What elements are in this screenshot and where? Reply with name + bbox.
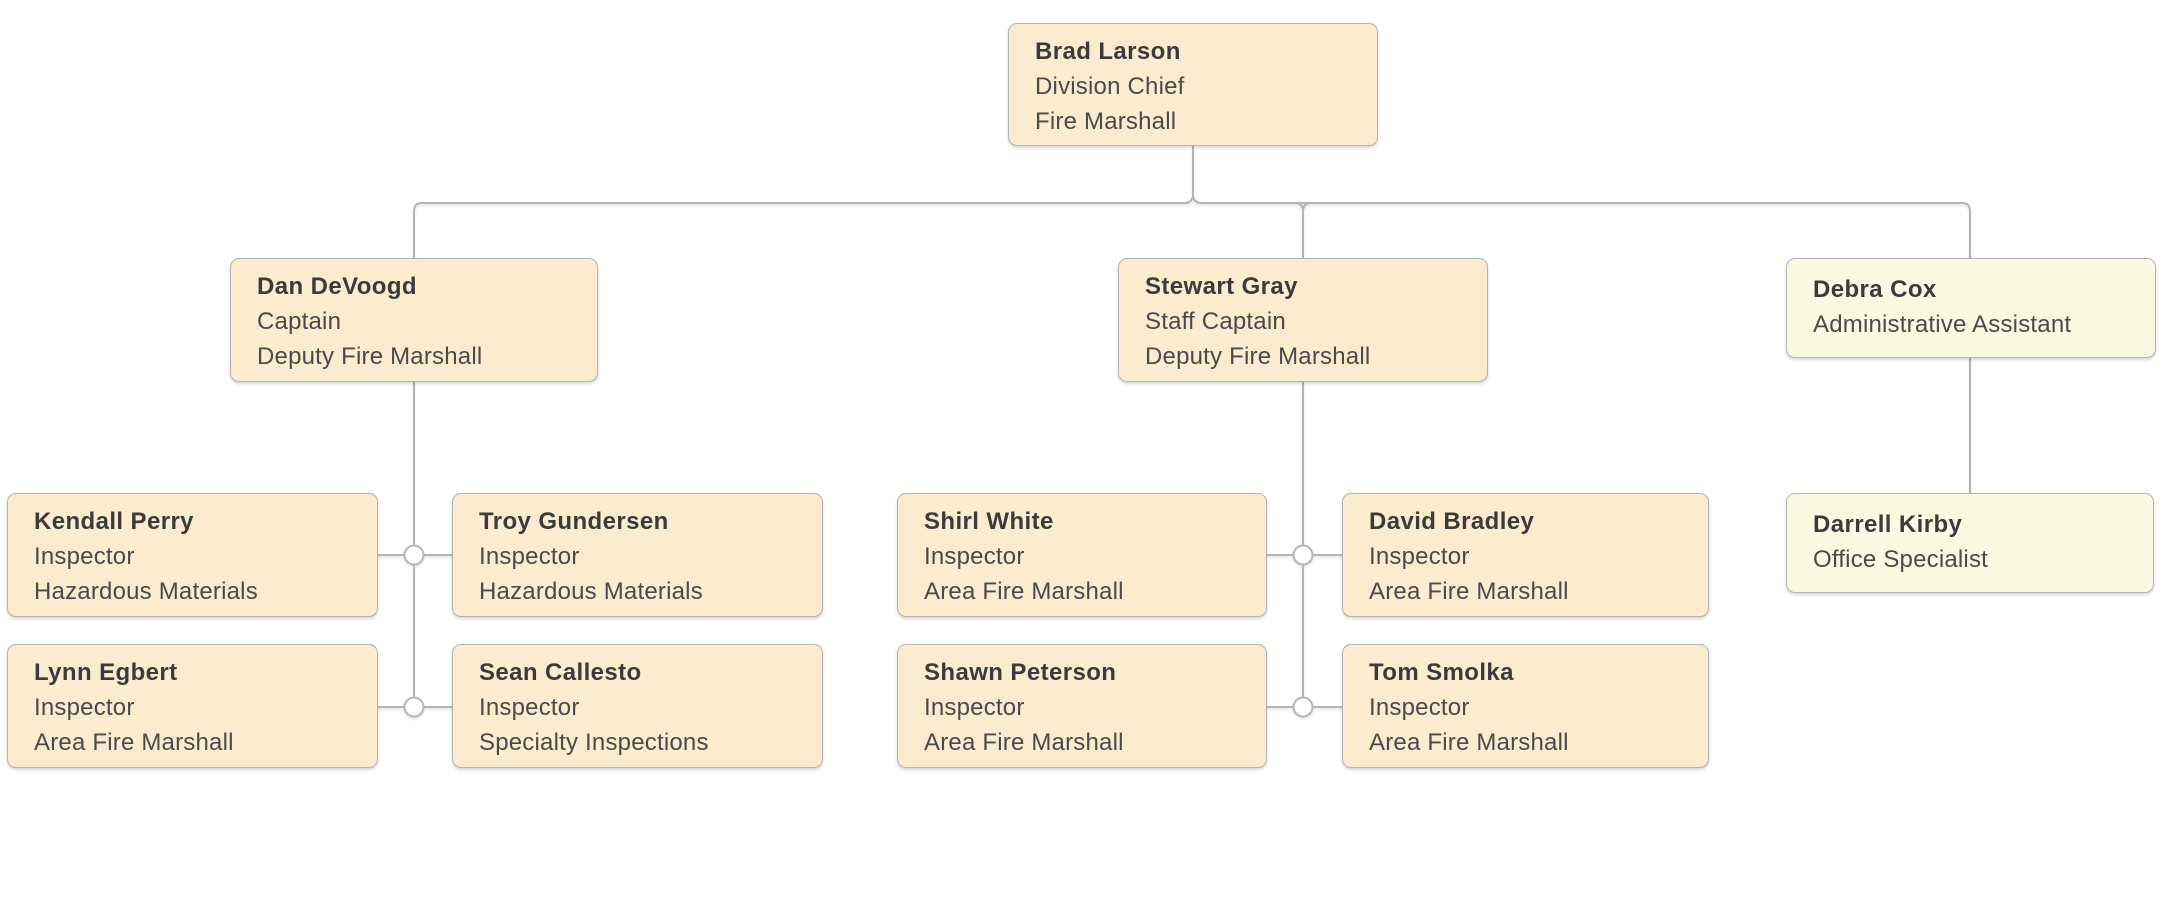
person-subtitle: Deputy Fire Marshall: [257, 343, 483, 370]
person-name: Dan DeVoogd: [257, 273, 417, 300]
org-node-tom-smolka[interactable]: Tom Smolka Inspector Area Fire Marshall: [1342, 644, 1709, 768]
person-name: Stewart Gray: [1145, 273, 1298, 300]
person-title: Office Specialist: [1813, 546, 1989, 573]
junction-dot: [1292, 544, 1314, 566]
person-name: Darrell Kirby: [1813, 511, 1963, 538]
junction-dot: [403, 696, 425, 718]
person-subtitle: Fire Marshall: [1035, 108, 1177, 135]
person-subtitle: Area Fire Marshall: [34, 729, 234, 756]
org-node-debra-cox[interactable]: Debra Cox Administrative Assistant: [1786, 258, 2156, 358]
org-node-david-bradley[interactable]: David Bradley Inspector Area Fire Marsha…: [1342, 493, 1709, 617]
person-name: Kendall Perry: [34, 508, 194, 535]
person-title: Inspector: [924, 543, 1025, 570]
person-name: Lynn Egbert: [34, 659, 178, 686]
person-subtitle: Hazardous Materials: [34, 578, 258, 605]
person-title: Inspector: [479, 694, 580, 721]
person-title: Inspector: [479, 543, 580, 570]
org-node-lynn-egbert[interactable]: Lynn Egbert Inspector Area Fire Marshall: [7, 644, 378, 768]
person-name: Shawn Peterson: [924, 659, 1117, 686]
person-title: Inspector: [1369, 694, 1470, 721]
person-title: Captain: [257, 308, 342, 335]
connector-trunk: [413, 193, 1971, 258]
person-subtitle: Hazardous Materials: [479, 578, 703, 605]
person-subtitle: Area Fire Marshall: [924, 578, 1124, 605]
connector-trunk-middle-drop: [1294, 202, 1312, 258]
org-node-troy-gundersen[interactable]: Troy Gundersen Inspector Hazardous Mater…: [452, 493, 823, 617]
org-node-shirl-white[interactable]: Shirl White Inspector Area Fire Marshall: [897, 493, 1267, 617]
person-title: Inspector: [34, 543, 135, 570]
person-title: Administrative Assistant: [1813, 311, 2072, 338]
person-title: Inspector: [34, 694, 135, 721]
person-title: Inspector: [924, 694, 1025, 721]
person-name: Brad Larson: [1035, 38, 1181, 65]
org-node-shawn-peterson[interactable]: Shawn Peterson Inspector Area Fire Marsh…: [897, 644, 1267, 768]
person-subtitle: Deputy Fire Marshall: [1145, 343, 1371, 370]
org-node-sean-callesto[interactable]: Sean Callesto Inspector Specialty Inspec…: [452, 644, 823, 768]
org-node-kendall-perry[interactable]: Kendall Perry Inspector Hazardous Materi…: [7, 493, 378, 617]
person-name: Tom Smolka: [1369, 659, 1514, 686]
person-subtitle: Area Fire Marshall: [924, 729, 1124, 756]
junction-dot: [1292, 696, 1314, 718]
junction-dot: [403, 544, 425, 566]
person-name: David Bradley: [1369, 508, 1535, 535]
person-title: Inspector: [1369, 543, 1470, 570]
person-title: Division Chief: [1035, 73, 1185, 100]
person-subtitle: Specialty Inspections: [479, 729, 709, 756]
person-name: Sean Callesto: [479, 659, 642, 686]
person-title: Staff Captain: [1145, 308, 1286, 335]
person-name: Debra Cox: [1813, 276, 1937, 303]
person-subtitle: Area Fire Marshall: [1369, 578, 1569, 605]
org-node-dan-devoogd[interactable]: Dan DeVoogd Captain Deputy Fire Marshall: [230, 258, 598, 382]
org-node-brad-larson[interactable]: Brad Larson Division Chief Fire Marshall: [1008, 23, 1378, 146]
person-name: Shirl White: [924, 508, 1054, 535]
org-node-stewart-gray[interactable]: Stewart Gray Staff Captain Deputy Fire M…: [1118, 258, 1488, 382]
person-name: Troy Gundersen: [479, 508, 669, 535]
org-node-darrell-kirby[interactable]: Darrell Kirby Office Specialist: [1786, 493, 2154, 593]
person-subtitle: Area Fire Marshall: [1369, 729, 1569, 756]
